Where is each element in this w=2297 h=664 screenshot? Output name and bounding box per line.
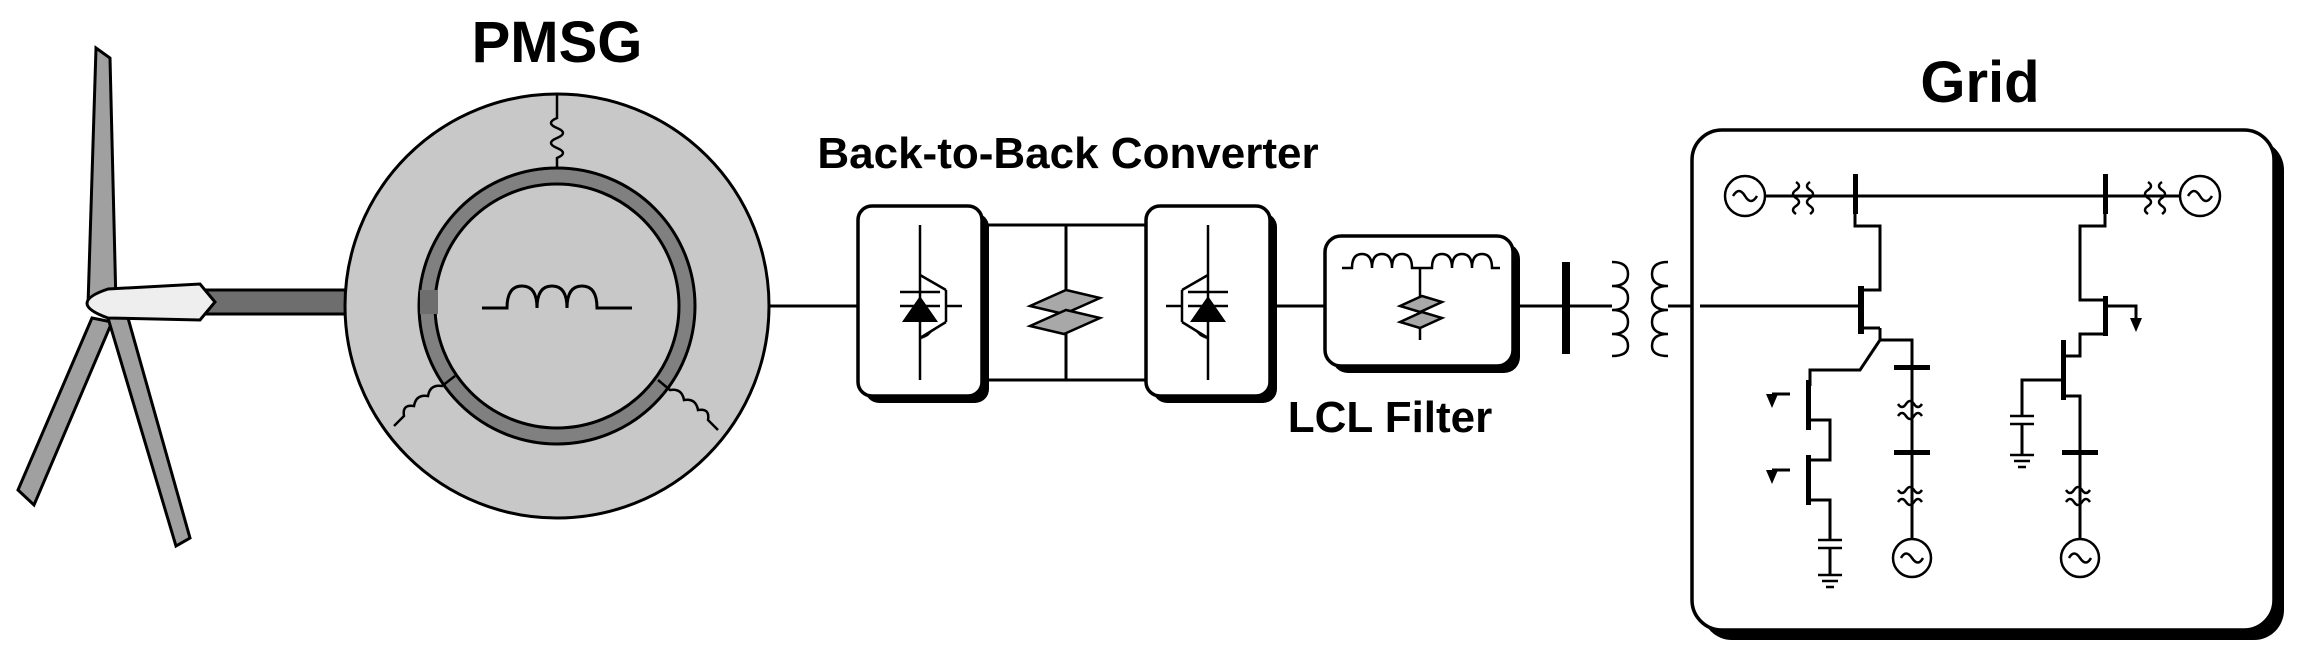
igbt-diode-icon — [900, 225, 962, 380]
stator-winding-lower-left — [393, 375, 456, 427]
grid-bus — [1858, 286, 1864, 334]
pmsg-label: PMSG — [472, 10, 643, 75]
stator-winding-top — [549, 94, 565, 168]
ac-source-icon — [2059, 537, 2101, 579]
stator-winding-lower-right — [657, 379, 719, 431]
back-to-back-converter — [856, 204, 1277, 403]
transformer-icon — [1896, 485, 1924, 507]
transformer-icon — [1896, 399, 1924, 421]
igbt-diode-icon — [1166, 225, 1228, 380]
turbine-blade-top — [86, 45, 118, 307]
transformer-icon — [1791, 180, 1815, 216]
ac-source-icon — [1723, 174, 1767, 218]
turbine-hub — [85, 282, 217, 322]
turbine-blade-lower-left — [16, 316, 115, 508]
transformer-icon — [2064, 485, 2092, 507]
ground-icon — [1818, 573, 1842, 589]
rotor — [433, 182, 681, 430]
lcl-filter — [1323, 234, 1520, 373]
generator-coil-icon — [482, 284, 632, 310]
turbine-blade-lower-right — [105, 316, 192, 549]
capacitor-icon — [1396, 294, 1446, 330]
inductor-icon — [1422, 252, 1500, 270]
grid-label: Grid — [1920, 50, 2039, 115]
inductor-icon — [1342, 252, 1422, 270]
transformer-icon — [1611, 260, 1669, 358]
ac-source-icon — [1891, 537, 1933, 579]
grid-box — [1690, 128, 2276, 632]
ground-icon — [2010, 453, 2034, 469]
bus-bar — [1562, 262, 1570, 354]
pmsg-generator — [343, 92, 771, 520]
transformer-icon — [2143, 180, 2167, 216]
ac-source-icon — [2178, 174, 2222, 218]
filter-label: LCL Filter — [1288, 393, 1493, 442]
grid — [1690, 128, 2284, 640]
capacitor-icon — [1026, 288, 1104, 336]
converter-label: Back-to-Back Converter — [817, 129, 1318, 178]
